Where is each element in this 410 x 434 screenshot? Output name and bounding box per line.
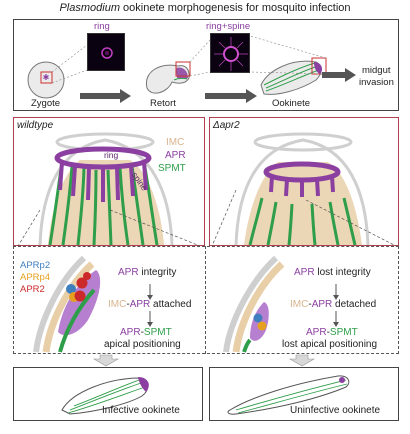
wt-ring-label: ring — [104, 150, 119, 160]
wt-aprp2-dot — [66, 284, 76, 294]
mut-step2-b: - — [308, 299, 312, 310]
mut-spmt-lines — [248, 197, 357, 246]
arrow-zygote-to-retort — [80, 89, 131, 103]
mut-step3-c: SPMT — [329, 327, 358, 338]
infective-ookinete-label: Infective ookinete — [102, 405, 180, 416]
wt-step3-a: APR — [120, 327, 141, 338]
invasion-label-line1: midgut — [362, 65, 391, 76]
legend-imc: IMC — [166, 137, 185, 148]
stage-label-zygote: Zygote — [31, 98, 61, 109]
uninfective-ookinete-label: Uninfective ookinete — [290, 405, 381, 416]
mut-step2-c: APR — [311, 299, 333, 310]
arrow-ookinete-to-invasion — [322, 68, 356, 82]
wt-apr2-dot-1 — [76, 277, 88, 289]
detail-divider — [205, 246, 206, 354]
legend-apr: APR — [165, 150, 186, 161]
wt-step2-a: IMC — [108, 299, 127, 310]
mut-aprp4-dot — [257, 321, 267, 331]
wt-step2-c: APR — [129, 299, 151, 310]
detail-panel — [13, 246, 399, 354]
svg-text:✱: ✱ — [43, 73, 50, 82]
zygote-cell — [27, 61, 65, 99]
ookinete-zoom-box — [311, 57, 327, 75]
wt-step3: APR-SPMT — [120, 327, 172, 338]
mut-step3: APR-SPMT — [306, 327, 358, 338]
mut-apr-spines — [269, 175, 335, 197]
ring-spine-micrograph-label: ring+spine — [206, 21, 251, 32]
ring-micrograph — [87, 33, 125, 71]
wt-step2-b: - — [126, 299, 130, 310]
mut-step3-line2: lost apical positioning — [282, 339, 378, 350]
wt-detail-apr — [58, 270, 101, 336]
legend-apr2: APR2 — [20, 284, 45, 295]
invasion-label-line2: invasion — [359, 77, 394, 88]
mut-step2-a: IMC — [290, 299, 309, 310]
stage-label-ookinete: Ookinete — [272, 98, 311, 109]
title-rest: ookinete morphogenesis for mosquito infe… — [120, 2, 351, 14]
wt-step3-line2: apical positioning — [104, 339, 181, 350]
down-arrow-left — [92, 354, 120, 367]
retort-zoom-box — [175, 61, 191, 77]
mut-step2-d: detached — [332, 299, 377, 310]
legend-aprp4: APRp4 — [20, 272, 51, 283]
legend-aprp2: APRp2 — [20, 260, 51, 271]
mutant-label: Δapr2 — [213, 120, 240, 131]
wt-step1: APR integrity — [118, 267, 176, 278]
legend-spmt: SPMT — [158, 163, 186, 174]
wt-apr-spines — [58, 161, 148, 202]
ring-spine-micrograph — [210, 33, 250, 73]
mut-aprp2-dot — [253, 313, 263, 323]
wt-step3-c: SPMT — [143, 327, 172, 338]
wt-step1-b: integrity — [138, 267, 177, 278]
stage-label-retort: Retort — [150, 98, 176, 109]
mut-step1-a: APR — [294, 267, 315, 278]
wt-step1-a: APR — [118, 267, 139, 278]
figure-title: Plasmodium ookinete morphogenesis for mo… — [0, 2, 410, 14]
wt-apr2-dot-2 — [74, 290, 86, 302]
wt-step3-b: - — [140, 327, 144, 338]
mut-step3-b: - — [326, 327, 330, 338]
mut-step1: APR lost integrity — [294, 267, 371, 278]
zygote-zoom-box — [40, 71, 53, 84]
wt-step2-d: attached — [150, 299, 192, 310]
mut-step3-a: APR — [306, 327, 327, 338]
wt-step2: IMC-APR attached — [108, 299, 191, 310]
ring-micrograph-label: ring — [94, 21, 110, 32]
title-italic: Plasmodium — [59, 2, 120, 14]
mut-step2: IMC-APR detached — [290, 299, 376, 310]
down-arrow-right — [288, 354, 316, 367]
wildtype-label: wildtype — [17, 120, 54, 131]
mut-step1-b: lost integrity — [314, 267, 371, 278]
arrow-retort-to-ookinete — [205, 89, 257, 103]
